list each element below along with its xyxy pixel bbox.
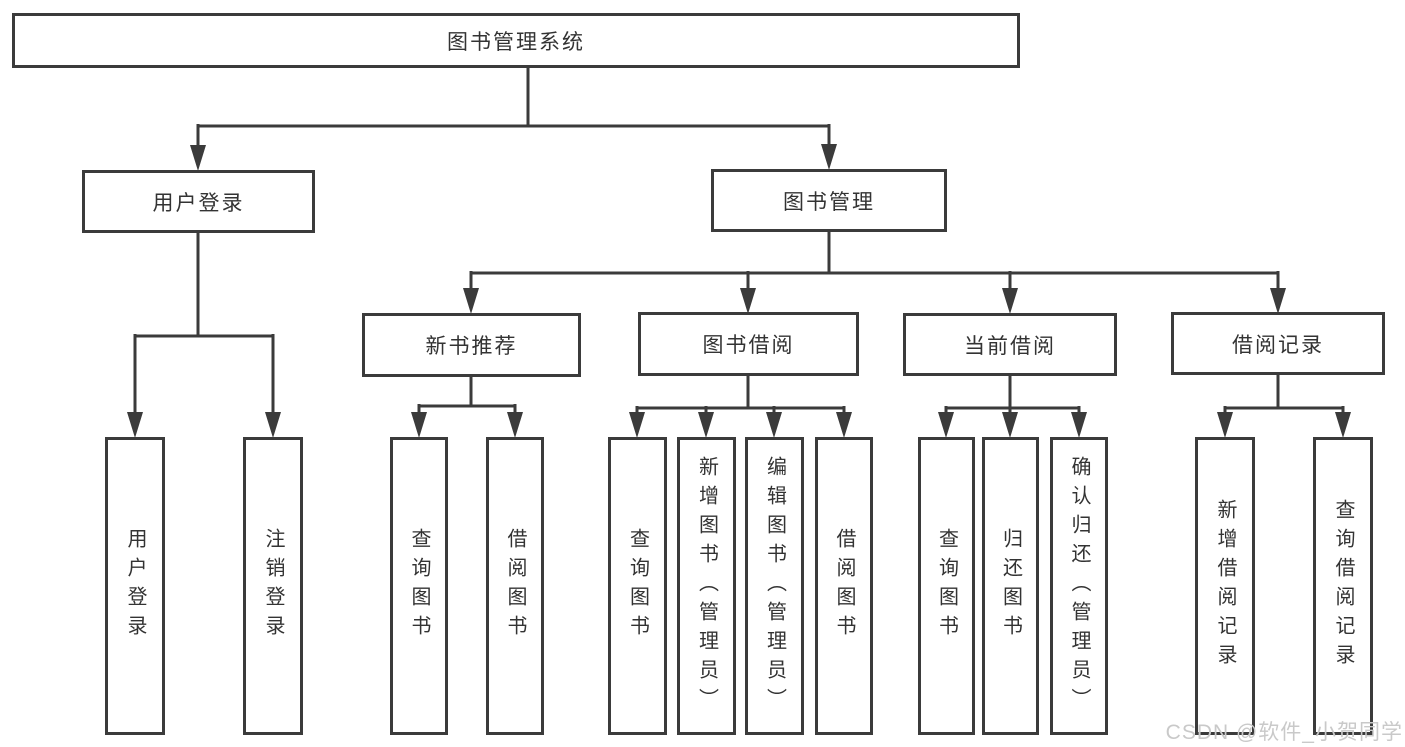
node-current-borrowing: 当前借阅 bbox=[903, 313, 1117, 376]
leaf-query-books-borrowing-label: 查询图书 bbox=[626, 528, 649, 644]
leaf-logout: 注销登录 bbox=[243, 437, 303, 735]
node-book-management-label: 图书管理 bbox=[783, 190, 875, 214]
leaf-borrow-books-recommend-label: 借阅图书 bbox=[504, 528, 526, 644]
leaf-user-login: 用户登录 bbox=[105, 437, 165, 735]
node-library-system: 图书管理系统 bbox=[12, 13, 1020, 68]
node-library-system-label: 图书管理系统 bbox=[447, 30, 585, 54]
leaf-confirm-return-admin-label: 确认归还（管理员） bbox=[1068, 455, 1090, 717]
node-book-borrowing-label: 图书借阅 bbox=[702, 334, 795, 357]
leaf-query-books-current: 查询图书 bbox=[918, 437, 975, 735]
leaf-edit-books-admin: 编辑图书（管理员） bbox=[745, 437, 804, 735]
node-borrowing-records-label: 借阅记录 bbox=[1232, 333, 1324, 357]
leaf-borrow-books-borrowing-label: 借阅图书 bbox=[833, 528, 855, 644]
node-new-book-recommend-label: 新书推荐 bbox=[425, 335, 518, 358]
leaf-logout-label: 注销登录 bbox=[262, 528, 284, 644]
node-new-book-recommend: 新书推荐 bbox=[362, 313, 581, 377]
node-user-login-label: 用户登录 bbox=[152, 191, 245, 215]
leaf-add-borrow-record: 新增借阅记录 bbox=[1195, 437, 1255, 735]
node-user-login: 用户登录 bbox=[82, 170, 315, 233]
leaf-add-books-admin: 新增图书（管理员） bbox=[677, 437, 736, 735]
leaf-add-borrow-record-label: 新增借阅记录 bbox=[1214, 499, 1236, 673]
node-borrowing-records: 借阅记录 bbox=[1171, 312, 1385, 375]
leaf-query-books-recommend: 查询图书 bbox=[390, 437, 448, 735]
node-current-borrowing-label: 当前借阅 bbox=[964, 334, 1056, 358]
watermark: CSDN @软件_小贺同学 bbox=[1165, 721, 1403, 744]
leaf-confirm-return-admin: 确认归还（管理员） bbox=[1050, 437, 1108, 735]
leaf-query-books-recommend-label: 查询图书 bbox=[408, 528, 430, 644]
leaf-query-borrow-record: 查询借阅记录 bbox=[1313, 437, 1373, 735]
leaf-user-login-label: 用户登录 bbox=[124, 528, 146, 644]
leaf-query-borrow-record-label: 查询借阅记录 bbox=[1332, 499, 1354, 673]
leaf-return-books: 归还图书 bbox=[982, 437, 1039, 735]
leaf-query-books-current-label: 查询图书 bbox=[935, 528, 958, 644]
leaf-query-books-borrowing: 查询图书 bbox=[608, 437, 667, 735]
leaf-borrow-books-borrowing: 借阅图书 bbox=[815, 437, 873, 735]
leaf-edit-books-admin-label: 编辑图书（管理员） bbox=[763, 455, 786, 717]
node-book-borrowing: 图书借阅 bbox=[638, 312, 859, 376]
node-book-management: 图书管理 bbox=[711, 169, 947, 232]
leaf-add-books-admin-label: 新增图书（管理员） bbox=[695, 455, 718, 717]
leaf-borrow-books-recommend: 借阅图书 bbox=[486, 437, 544, 735]
leaf-return-books-label: 归还图书 bbox=[999, 528, 1022, 644]
